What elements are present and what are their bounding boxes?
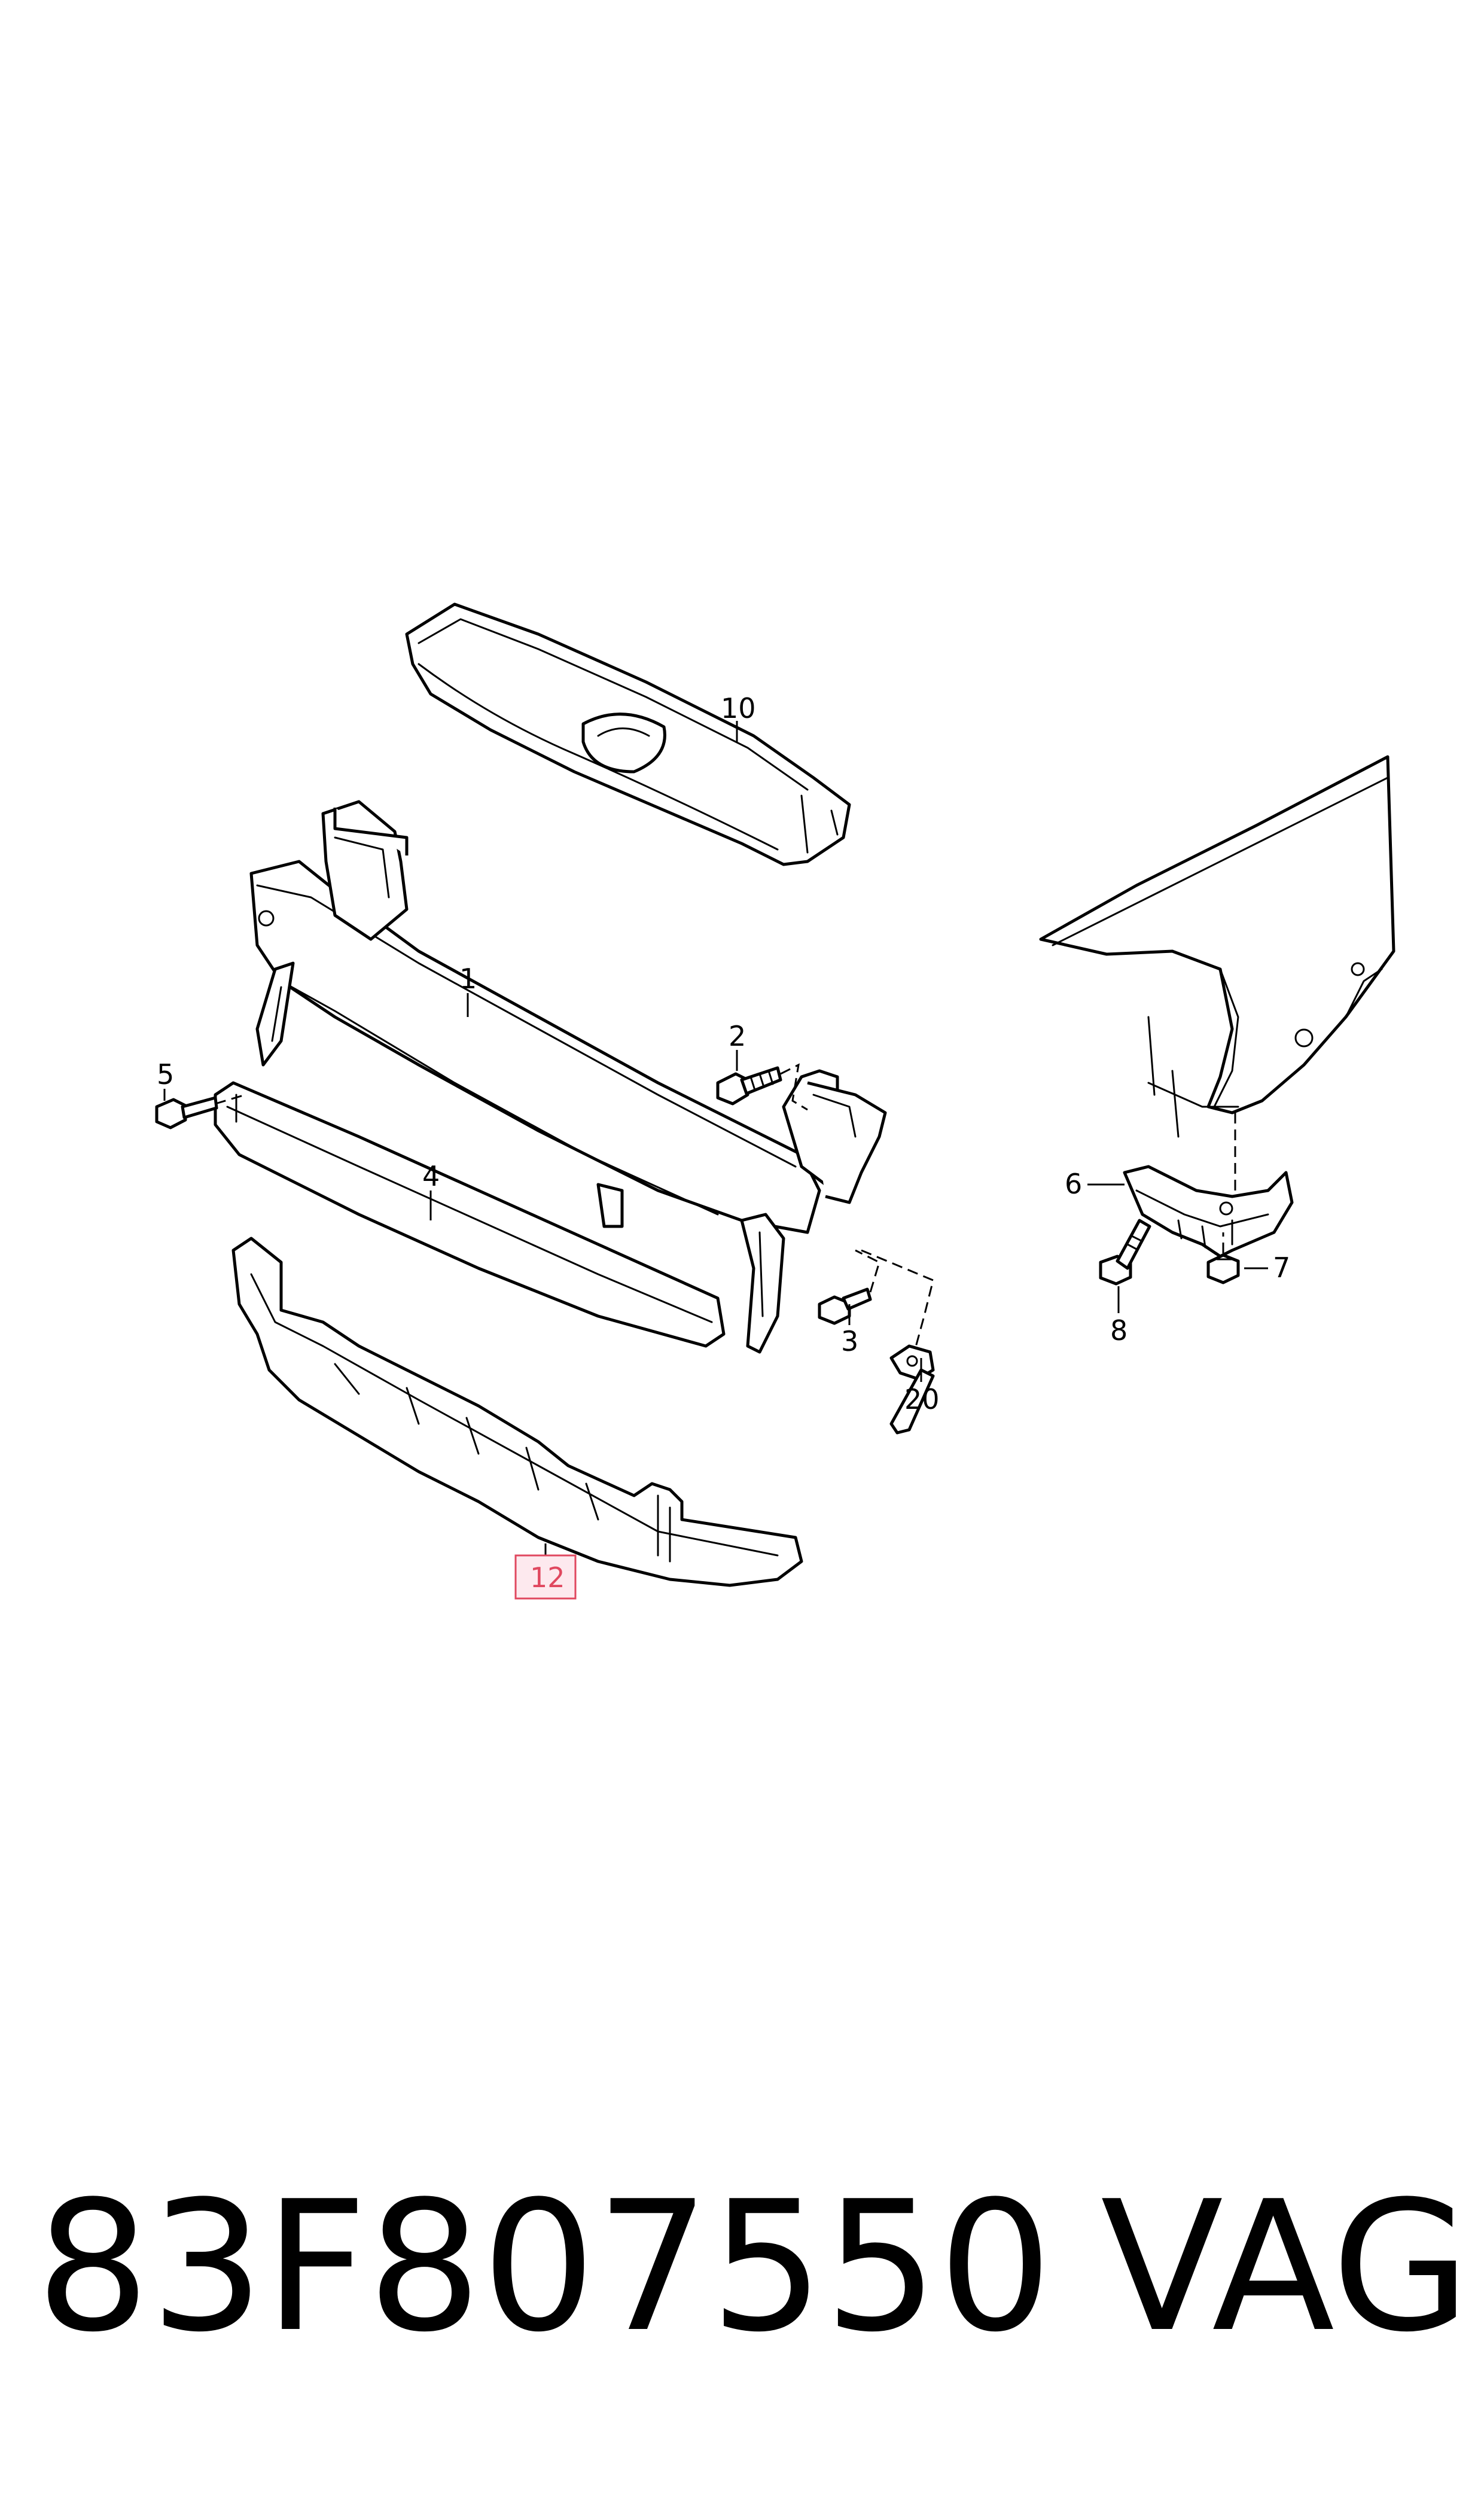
bolt-8-icon [1099, 1219, 1151, 1286]
bolt-5-icon [155, 1096, 218, 1129]
callout-2: 2 [729, 1020, 746, 1052]
nut-7-icon [1206, 1253, 1240, 1284]
callout-5: 5 [157, 1058, 174, 1091]
callout-12: 12 [530, 1561, 565, 1594]
callout-6: 6 [1065, 1168, 1082, 1200]
highlighted-callout-12[interactable]: 12 [514, 1554, 577, 1600]
part-12-impact-absorber [231, 1237, 803, 1587]
part-number: 83F807550 [36, 2163, 1053, 2371]
callout-7: 7 [1273, 1252, 1290, 1284]
leader-lines [163, 721, 1268, 1561]
part-1-bumper-carrier [249, 800, 887, 1354]
bracket-20-icon [889, 1344, 935, 1435]
callout-20: 20 [904, 1383, 940, 1415]
callout-3: 3 [841, 1325, 858, 1357]
part-4-lower-strip [214, 1081, 726, 1348]
part-10-upper-cover [405, 602, 851, 866]
nut-3-icon [818, 1287, 872, 1325]
callout-highlight-box [514, 1554, 577, 1600]
brand-name: VAG [1101, 2163, 1471, 2371]
bolt-2-icon [716, 1066, 782, 1106]
callout-1: 1 [459, 963, 477, 995]
callout-10: 10 [721, 692, 756, 724]
part-6-guide-bracket [1123, 1165, 1294, 1258]
callout-8: 8 [1110, 1314, 1128, 1347]
fender-panel [1039, 755, 1395, 1138]
callout-4: 4 [422, 1160, 440, 1192]
